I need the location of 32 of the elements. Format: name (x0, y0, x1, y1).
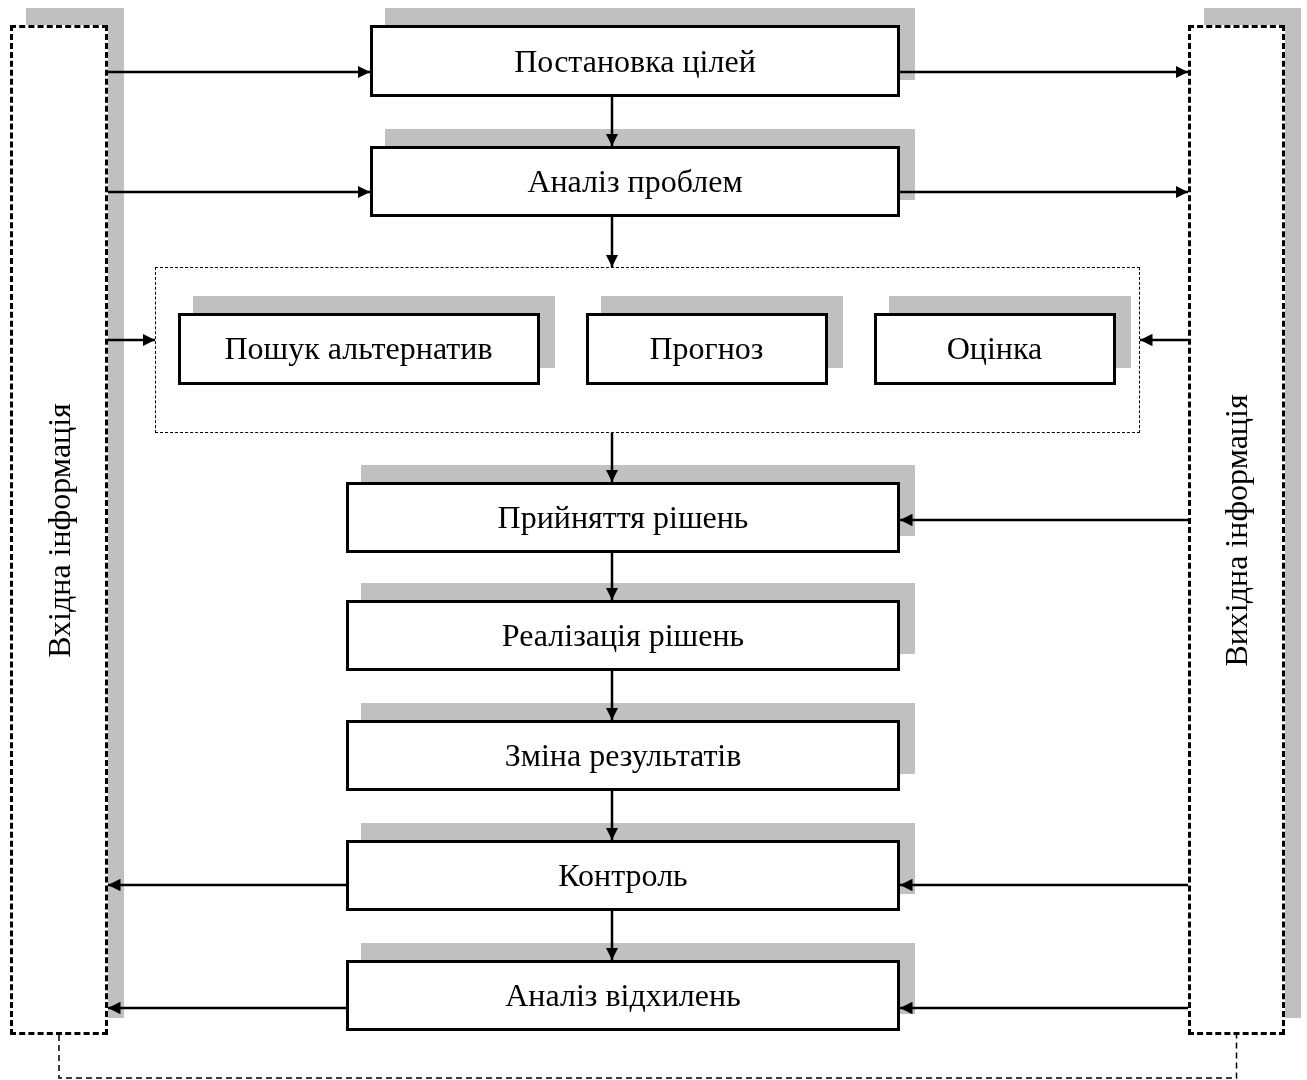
dashed-group-box (155, 267, 1140, 433)
dashed-connector (58, 1034, 1238, 1079)
arrow (605, 671, 619, 720)
arrow (900, 513, 1188, 527)
box-label: Постановка цілей (514, 42, 756, 80)
box-label: Прийняття рішень (497, 499, 749, 536)
vertical-label: Вихідна інформація (1218, 393, 1255, 667)
arrow (605, 97, 619, 146)
arrow (108, 1001, 346, 1015)
arrow (900, 878, 1188, 892)
box-label: Оцінка (946, 330, 1043, 367)
arrow (900, 185, 1188, 199)
arrow (605, 217, 619, 267)
box-label: Прогноз (649, 330, 764, 367)
arrow (605, 791, 619, 840)
box-label: Аналіз проблем (527, 163, 743, 200)
arrow (108, 185, 370, 199)
box-label: Аналіз відхилень (505, 977, 741, 1014)
vertical-label: Вхідна інформація (40, 402, 78, 658)
box-label: Зміна результатів (504, 737, 742, 774)
arrow (108, 878, 346, 892)
box-label: Пошук альтернатив (224, 330, 493, 367)
arrow (900, 1001, 1188, 1015)
arrow (1140, 333, 1188, 347)
arrow (605, 911, 619, 960)
arrow (108, 333, 155, 347)
arrow (108, 65, 370, 79)
box-label: Реалізація рішень (501, 617, 745, 654)
arrow (900, 65, 1188, 79)
arrow (605, 433, 619, 482)
box-label: Контроль (558, 857, 688, 894)
arrow (605, 553, 619, 600)
